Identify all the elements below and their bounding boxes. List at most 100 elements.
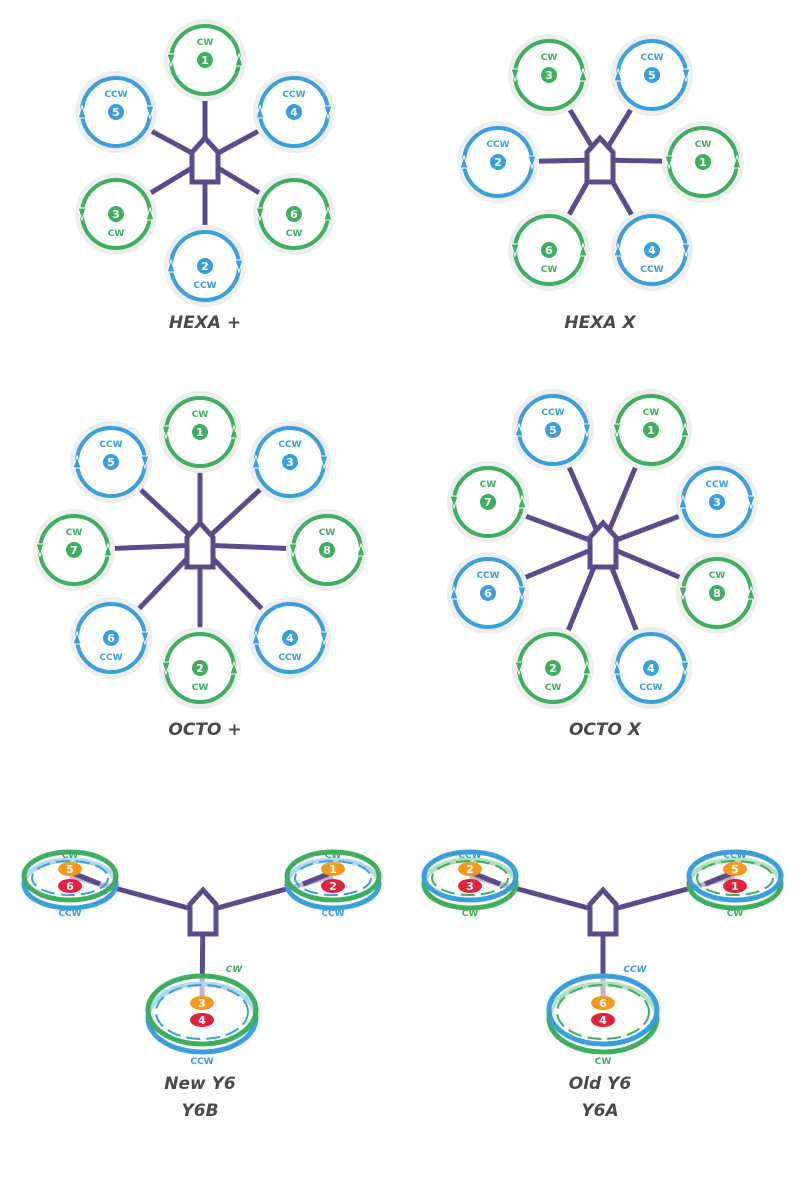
lower-motor-badge bbox=[190, 1013, 214, 1027]
rotation-label: CCW bbox=[99, 440, 122, 450]
lower-motor-badge bbox=[723, 879, 747, 893]
diagram-subtitle: Y6A bbox=[581, 1101, 618, 1121]
rotation-arrow-icon bbox=[613, 242, 623, 257]
rotation-arrow-icon bbox=[72, 630, 82, 645]
prop-shadow bbox=[447, 461, 529, 543]
prop-shadow bbox=[33, 509, 115, 591]
rotation-label: CCW bbox=[639, 683, 662, 693]
motor-number: 5 bbox=[107, 456, 115, 469]
prop-shadow bbox=[676, 552, 758, 634]
rotation-arrow-icon bbox=[612, 423, 622, 438]
frame-body bbox=[584, 134, 616, 185]
motor-number-badge bbox=[282, 630, 298, 646]
rotation-label: CW bbox=[66, 528, 83, 538]
prop-shadow bbox=[611, 34, 693, 116]
motor-number-badge bbox=[490, 154, 506, 170]
upper-motor-number: 3 bbox=[198, 997, 206, 1010]
motor-number: 2 bbox=[201, 260, 209, 273]
motor-number-badge bbox=[480, 585, 496, 601]
inner-ring bbox=[431, 860, 509, 896]
rotation-arrow-icon bbox=[680, 661, 690, 676]
rotation-arrow-icon bbox=[77, 104, 87, 119]
prop-shadow bbox=[611, 209, 693, 291]
motor-number-badge bbox=[192, 424, 208, 440]
motor-number: 4 bbox=[648, 244, 656, 257]
frame-body bbox=[587, 519, 619, 570]
motor-3: 3CW bbox=[75, 173, 157, 255]
lower-motor-badge bbox=[321, 879, 345, 893]
motor-number: 6 bbox=[484, 587, 492, 600]
rotation-arrow-icon bbox=[229, 424, 239, 439]
motor-6: 6CW bbox=[508, 209, 590, 291]
motor-number-badge bbox=[695, 154, 711, 170]
rotation-arrow-icon bbox=[161, 425, 171, 440]
top-rotation-label: CCW bbox=[623, 965, 647, 975]
rotation-arrow-icon bbox=[288, 543, 298, 558]
rotation-label: CW bbox=[695, 140, 712, 150]
rotation-arrow-icon bbox=[319, 455, 329, 470]
motor-number: 3 bbox=[286, 456, 294, 469]
motor-number: 3 bbox=[713, 496, 721, 509]
motor-number-badge bbox=[103, 630, 119, 646]
motor-number-badge bbox=[286, 104, 302, 120]
rotation-arrow-icon bbox=[582, 423, 592, 438]
prop-shadow bbox=[164, 19, 246, 101]
rotation-arrow-icon bbox=[517, 494, 527, 509]
rotation-arrow-icon bbox=[681, 243, 691, 258]
rotation-arrow-icon bbox=[678, 494, 688, 509]
diagram-title: HEXA X bbox=[564, 313, 636, 333]
motor-number-badge bbox=[541, 67, 557, 83]
upper-motor-number: 6 bbox=[599, 997, 607, 1010]
rotation-arrow-icon bbox=[578, 242, 588, 257]
motor-1: 1CW bbox=[662, 121, 744, 203]
rotation-arrow-icon bbox=[678, 586, 688, 601]
prop-shadow bbox=[249, 597, 331, 679]
rotation-arrow-icon bbox=[166, 53, 176, 68]
upper-motor-badge bbox=[190, 996, 214, 1010]
rotation-arrow-icon bbox=[140, 455, 150, 470]
rotation-arrow-icon bbox=[612, 660, 622, 675]
prop-shadow bbox=[457, 121, 539, 203]
top-rotation-label: CW bbox=[226, 965, 244, 975]
rotation-label: CCW bbox=[705, 480, 728, 490]
rotation-arrow-icon bbox=[449, 495, 459, 510]
inner-ring bbox=[155, 984, 249, 1040]
motor-2: 2CW bbox=[512, 627, 594, 709]
motor-number-badge bbox=[643, 422, 659, 438]
rotation-arrow-icon bbox=[145, 206, 155, 221]
prop-shadow bbox=[159, 627, 241, 709]
rotation-label: CCW bbox=[282, 90, 305, 100]
rotation-arrow-icon bbox=[35, 543, 45, 558]
rotation-arrow-icon bbox=[166, 258, 176, 273]
rotation-arrow-icon bbox=[255, 104, 265, 119]
motor-number-badge bbox=[286, 206, 302, 222]
prop-shadow bbox=[164, 225, 246, 307]
upper-motor-number: 5 bbox=[66, 863, 74, 876]
motor-8: 8CW bbox=[676, 552, 758, 634]
motor-number: 7 bbox=[484, 496, 492, 509]
upper-motor-badge bbox=[591, 996, 615, 1010]
prop-shadow bbox=[75, 71, 157, 153]
motor-3: 3 CCW bbox=[676, 461, 758, 543]
rotation-arrow-icon bbox=[681, 68, 691, 83]
inner-ring bbox=[556, 984, 650, 1040]
motor-number-badge bbox=[644, 67, 660, 83]
prop-shadow bbox=[508, 209, 590, 291]
frame-body bbox=[189, 134, 221, 185]
rotation-arrow-icon bbox=[664, 155, 674, 170]
inner-ring bbox=[31, 860, 109, 896]
motor-number-badge bbox=[66, 542, 82, 558]
rotation-label: CW bbox=[197, 38, 214, 48]
upper-motor-badge bbox=[321, 862, 345, 876]
rotation-arrow-icon bbox=[140, 631, 150, 646]
bottom-rotation-label: CCW bbox=[58, 909, 81, 919]
